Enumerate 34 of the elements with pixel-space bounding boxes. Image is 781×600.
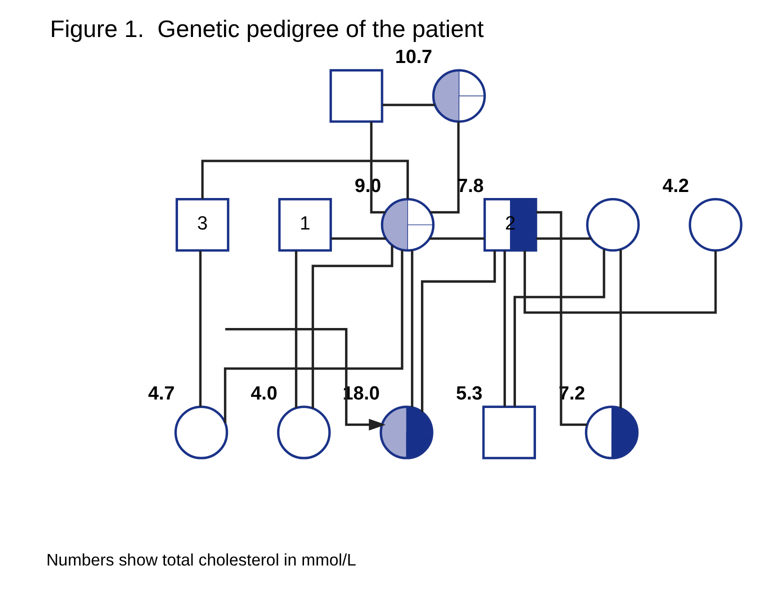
- connector: [223, 250, 403, 424]
- connector: [523, 250, 716, 314]
- node-label: 4.7: [148, 383, 174, 404]
- connector: [536, 211, 586, 426]
- node-circle: [276, 406, 330, 460]
- node-circle: [586, 198, 640, 252]
- node-label: 5.3: [456, 383, 482, 404]
- node-box: 3: [175, 198, 229, 252]
- connector: [619, 249, 622, 408]
- node-circle: [174, 406, 228, 460]
- connector: [370, 122, 385, 214]
- node-label: 4.0: [250, 383, 277, 404]
- diagram-title: Figure 1. Genetic pedigree of the patient: [50, 16, 484, 43]
- node-label: 10.7: [394, 46, 432, 68]
- connector: [420, 250, 496, 412]
- node-box: [482, 406, 536, 460]
- node-box: 1: [278, 198, 332, 252]
- connector: [513, 249, 605, 407]
- connector: [200, 160, 408, 199]
- arrow: [224, 328, 386, 431]
- connector: [311, 245, 393, 408]
- node-circle: [688, 198, 742, 252]
- connector: [428, 237, 484, 240]
- node-box: [329, 69, 383, 123]
- connector: [536, 237, 591, 240]
- connector: [430, 122, 460, 214]
- caption: Numbers show total cholesterol in mmol/L: [46, 550, 356, 570]
- connector: [410, 250, 413, 408]
- connector: [198, 250, 202, 407]
- node-label: 4.2: [662, 176, 688, 197]
- connector: [382, 104, 434, 106]
- connector: [330, 237, 386, 240]
- connector: [294, 250, 297, 408]
- connector: [503, 250, 506, 407]
